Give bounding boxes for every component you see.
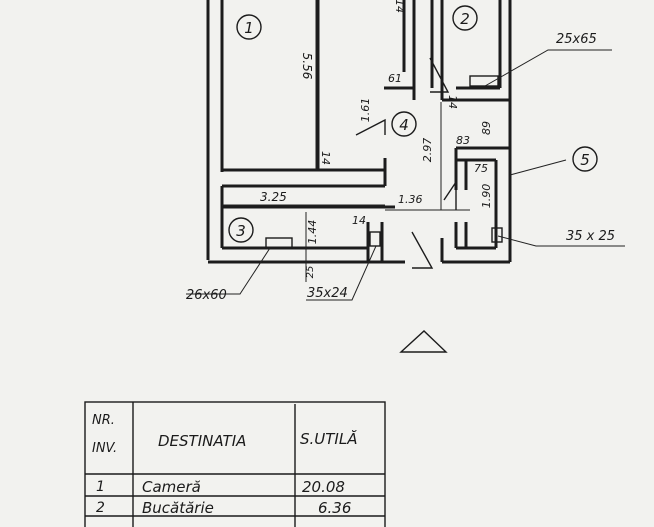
room-marker-2: 2 — [452, 5, 478, 31]
room-number-1: 1 — [244, 19, 254, 37]
dim-label-136: 1.36 — [398, 193, 423, 206]
room-number-3: 3 — [236, 222, 246, 240]
room-number-5: 5 — [580, 151, 590, 169]
dim-label-83: 83 — [456, 134, 470, 147]
room-schedule-table: NR. INV. DESTINATIA S.UTILĂ 1 Cameră 20.… — [84, 401, 386, 527]
callout-35x25: 35 x 25 — [566, 229, 615, 244]
table-row-2-nr: 2 — [96, 500, 105, 516]
dim-label-89: 89 — [480, 121, 493, 135]
dim-label-556: 5.56 — [300, 53, 314, 80]
table-header-suprafata: S.UTILĂ — [300, 429, 357, 448]
callout-35x24: 35x24 — [307, 286, 348, 301]
room-marker-4: 4 — [391, 111, 417, 137]
table-row-2-suprafata: 6.36 — [318, 499, 351, 517]
dimension-labels: 5.56 14 61 1.61 14 2.97 83 89 14 75 1.90… — [260, 0, 493, 278]
dim-label-14-low: 14 — [352, 214, 366, 227]
table-row-1-destinatia: Cameră — [142, 478, 201, 496]
table-row-1-nr: 1 — [96, 479, 105, 495]
dim-label-144: 1.44 — [306, 220, 319, 245]
room-number-4: 4 — [399, 116, 409, 134]
dim-label-14-top: 14 — [393, 0, 406, 13]
room-marker-1: 1 — [236, 14, 262, 40]
dim-label-297: 2.97 — [421, 138, 434, 163]
dim-label-14-mid: 14 — [446, 95, 459, 109]
callout-labels: 25x65 35 x 25 26x60 35x24 — [186, 32, 615, 303]
room-marker-5: 5 — [572, 146, 598, 172]
door-swings — [355, 57, 457, 269]
dim-label-325: 3.25 — [260, 190, 287, 204]
dim-label-161: 1.61 — [359, 98, 372, 123]
orientation-triangle — [399, 330, 448, 353]
table-header-inv: INV. — [92, 441, 117, 456]
walls — [206, 0, 512, 264]
callout-26x60: 26x60 — [186, 288, 227, 303]
room-number-2: 2 — [460, 10, 470, 28]
table-row-2-destinatia: Bucătărie — [142, 499, 214, 517]
table-row-1-suprafata: 20.08 — [302, 478, 345, 496]
dimension-lines — [222, 0, 470, 282]
dim-label-25: 25 — [305, 266, 316, 279]
dim-label-14-left: 14 — [319, 151, 332, 165]
dim-label-190: 1.90 — [480, 184, 493, 209]
dim-label-75: 75 — [474, 162, 488, 175]
callout-25x65: 25x65 — [556, 32, 597, 47]
room-markers: 1 2 3 4 5 — [228, 5, 598, 243]
table-header-nr: NR. — [92, 413, 115, 428]
fixtures — [265, 75, 503, 249]
callout-leaders — [186, 49, 625, 301]
table-header-destinatia: DESTINATIA — [158, 432, 246, 450]
dim-label-61: 61 — [388, 72, 402, 85]
room-marker-3: 3 — [228, 217, 254, 243]
